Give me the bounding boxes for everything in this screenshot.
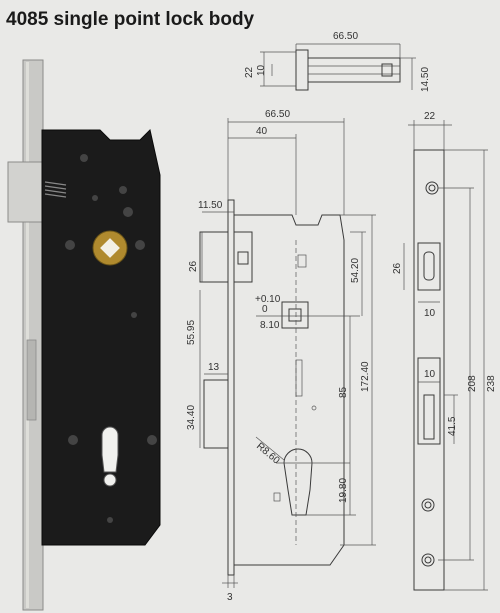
dim-square-size: 8.10 xyxy=(260,320,280,331)
faceplate-drawing xyxy=(403,120,488,591)
dim-square-offset: 55.95 xyxy=(186,320,197,345)
dim-square-tol-plus: +0.10 xyxy=(255,294,281,305)
dim-backset: 40 xyxy=(256,126,268,137)
dim-bolt-length: 66.50 xyxy=(333,31,358,42)
dim-fp-latch-height: 26 xyxy=(392,262,403,274)
dim-cylinder-bottom: 19.80 xyxy=(338,478,349,503)
dim-fp-length: 238 xyxy=(486,375,497,392)
dim-bolt-h3: 14.50 xyxy=(420,67,431,92)
dim-plate-thickness: 3 xyxy=(227,592,233,603)
cylinder-cutout-photo xyxy=(101,426,119,473)
dim-fp-hole-span: 208 xyxy=(467,375,478,392)
dim-latch-to-square: 54.20 xyxy=(350,258,361,283)
page-title: 4085 single point lock body xyxy=(6,9,255,30)
dim-latch-setback: 11.50 xyxy=(198,200,223,211)
dim-bolt-h1: 22 xyxy=(244,66,255,78)
dim-center-distance: 85 xyxy=(338,386,349,398)
dim-fp-latch-width: 10 xyxy=(424,308,436,319)
lock-case-outline xyxy=(199,199,360,576)
dim-latch-height: 26 xyxy=(188,260,199,272)
dim-fp-bolt-width: 10 xyxy=(424,369,436,380)
bolt-top-view xyxy=(260,43,416,91)
dim-deadbolt-height: 34.40 xyxy=(186,405,197,430)
dim-case-height: 172.40 xyxy=(360,361,371,392)
dim-fp-bolt-height: 41.5 xyxy=(447,416,458,436)
dim-deadbolt-width: 13 xyxy=(208,362,220,373)
spring xyxy=(44,181,67,198)
dim-case-width: 66.50 xyxy=(265,109,290,120)
dim-square-tol-zero: 0 xyxy=(262,304,268,315)
dim-faceplate-width: 22 xyxy=(424,111,436,122)
case-holes xyxy=(65,154,157,523)
brass-follower xyxy=(92,230,128,266)
main-dim-lines xyxy=(199,118,376,588)
lock-body-photo xyxy=(7,59,161,611)
dim-bolt-h2: 10 xyxy=(256,64,267,76)
